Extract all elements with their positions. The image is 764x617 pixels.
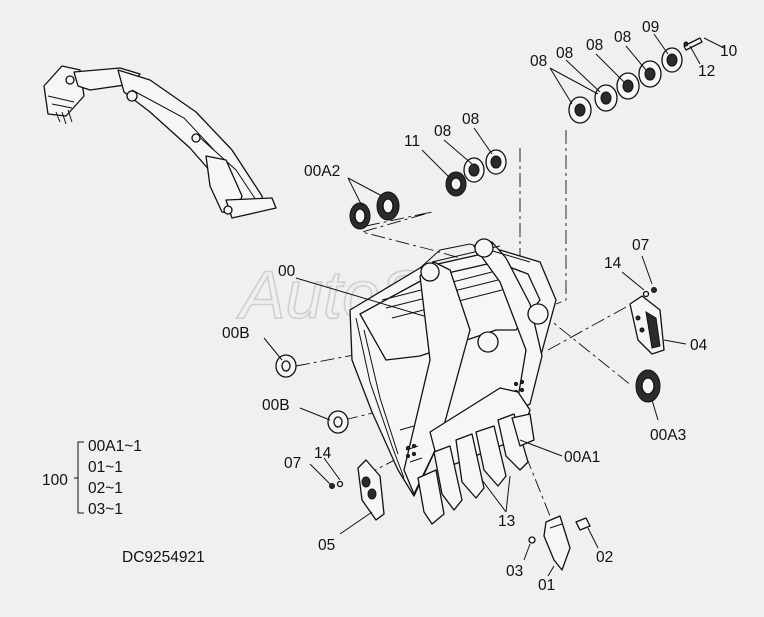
callout-00B: 00B [262,397,290,414]
callout-11: 11 [404,133,420,150]
callout-07: 07 [284,455,301,472]
callout-14: 14 [604,255,622,272]
callout-03: 03 [506,563,523,580]
pin-axis-line [539,311,633,387]
pin-02 [575,517,591,531]
pin-axis-line [547,305,629,351]
tooth [455,433,485,499]
bushing-00B-upper [275,354,297,378]
assembly-item: 01~1 [88,459,123,476]
tooth [417,469,445,525]
callout-10: 10 [720,43,738,60]
bushing-00B-lower [327,410,349,434]
assembly-label: 100 [42,472,68,489]
drawing-number: DC9254921 [122,549,205,566]
callout-00: 00 [278,263,296,280]
bucket-teeth-group [417,413,535,525]
lock-03 [528,536,536,544]
callout-05: 05 [318,537,335,554]
pin-axis-line [360,211,475,263]
assembly-item: 03~1 [88,501,123,518]
callout-13: 13 [498,513,515,530]
shim-stack-11-08 [445,149,507,197]
side-cutter-04 [629,295,665,355]
callout-01: 01 [538,577,555,594]
excavator-arm-thumbnail [43,65,277,219]
callout-07: 07 [632,237,649,254]
callout-08: 08 [556,45,573,62]
tooth-adapter [511,413,535,447]
bushing-00A3 [635,369,661,403]
shim-stack-08 [568,37,703,124]
tooth [497,413,529,471]
callout-09: 09 [642,19,659,36]
callout-00A3: 00A3 [650,427,686,444]
leader-lines [263,33,725,577]
callout-08: 08 [434,123,451,140]
assembly-item: 02~1 [88,480,123,497]
bucket-body [349,238,557,497]
bolt-and-nut-07-14 [329,287,657,489]
callout-00A2: 00A2 [304,163,340,180]
callout-12: 12 [698,63,715,80]
callout-08: 08 [614,29,631,46]
callout-00B: 00B [222,325,250,342]
tooth [475,425,507,487]
assembly-legend: 100 00A1~1 01~1 02~1 03~1 [42,438,142,518]
pin-axis-line [555,130,567,305]
callout-08: 08 [530,53,547,70]
callout-08: 08 [586,37,603,54]
tooth-01 [543,515,571,571]
side-cutter-05 [357,459,385,521]
callout-00A1: 00A1 [564,449,600,466]
bushing-00A2-pair [349,191,400,230]
assembly-item: 00A1~1 [88,438,142,455]
callout-08: 08 [462,111,479,128]
callout-02: 02 [596,549,613,566]
pin-axis-line [525,455,551,517]
callout-14: 14 [314,445,332,462]
tooth [433,445,463,511]
callout-04: 04 [690,337,708,354]
